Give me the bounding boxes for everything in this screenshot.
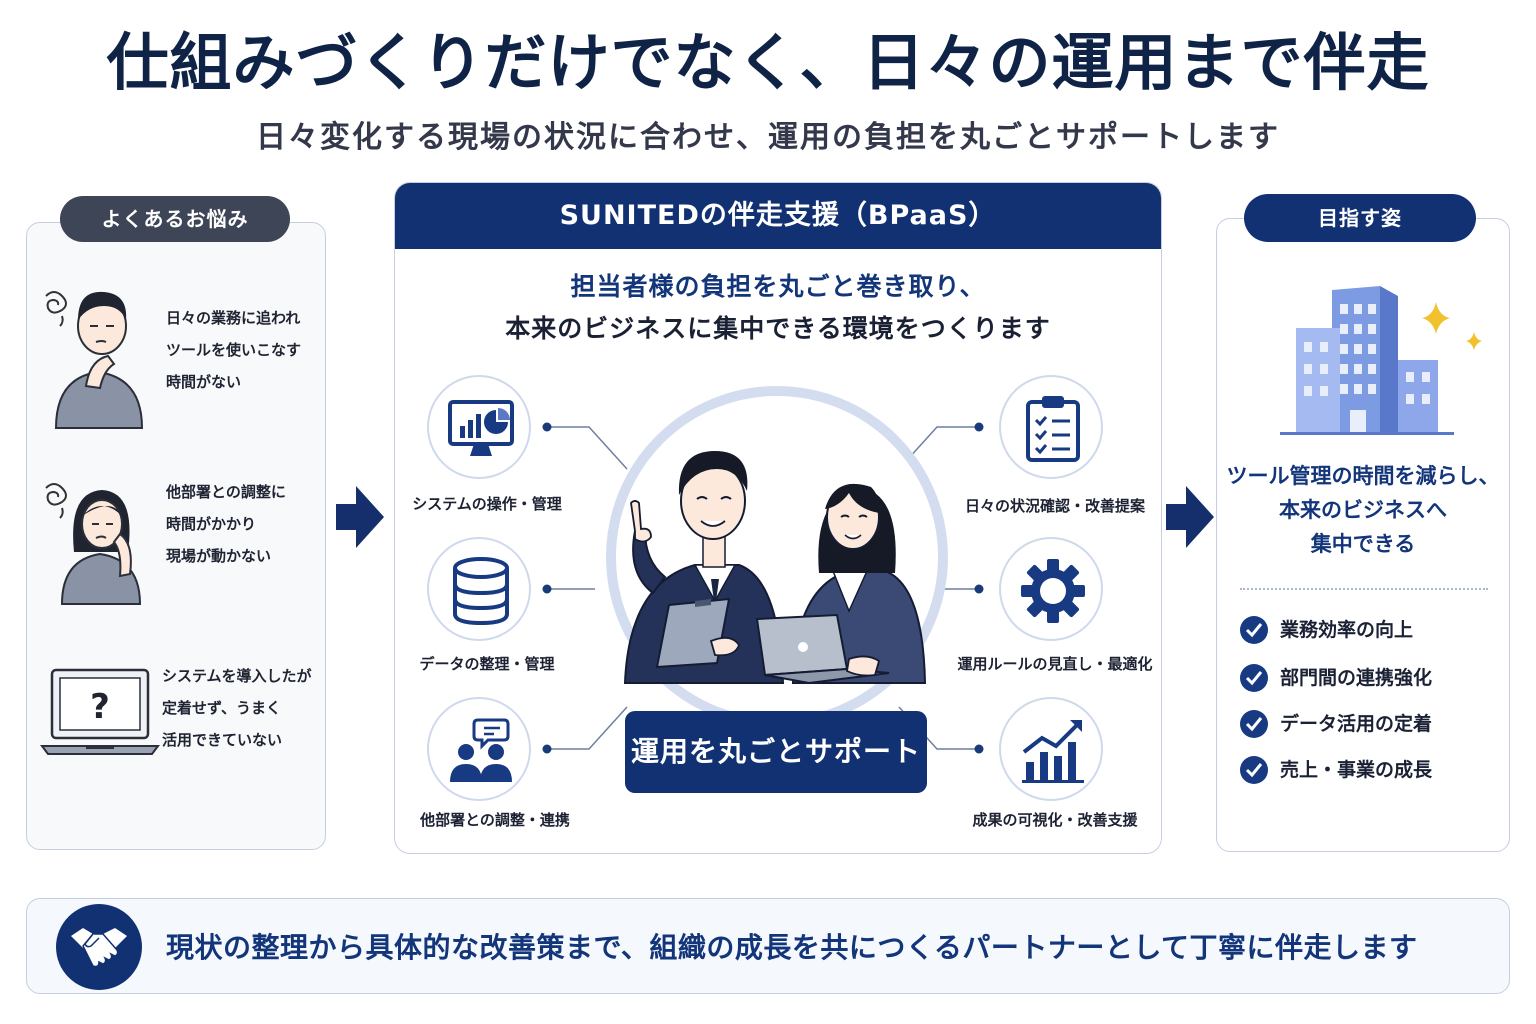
support-lead-line1: 担当者様の負担を丸ごと巻き取り、	[570, 272, 986, 301]
flow-arrow-icon	[1166, 486, 1214, 548]
goal-text-line: 本来のビジネスへ	[1279, 498, 1447, 522]
page-title: 仕組みづくりだけでなく、日々の運用まで伴走	[106, 26, 1430, 99]
goal-divider	[1240, 588, 1488, 590]
worry-text-line: 活用できていない	[162, 731, 283, 749]
worry-text-line: ツールを使いこなす	[166, 341, 302, 359]
check-circle-icon	[1240, 664, 1268, 692]
support-badge: 運用を丸ごとサポート	[625, 711, 927, 793]
service-label: 他部署との調整・連携	[420, 811, 570, 829]
gear-icon	[1021, 559, 1085, 623]
consultant-woman-icon	[755, 483, 927, 685]
support-panel: SUNITEDの伴走支援（BPaaS） 担当者様の負担を丸ごと巻き取り、 本来の…	[394, 182, 1162, 854]
check-circle-icon	[1240, 616, 1268, 644]
worry-text-line: 時間がない	[166, 373, 242, 391]
service-status-check-icon-circle	[999, 375, 1103, 479]
service-data-icon-circle	[427, 537, 531, 641]
service-label: データの整理・管理	[419, 655, 555, 673]
service-coordination-icon-circle	[427, 697, 531, 801]
worry-text-line: 他部署との調整に	[166, 483, 286, 501]
bottom-banner	[26, 898, 1510, 994]
worries-heading: よくあるお悩み	[60, 196, 290, 242]
growth-chart-icon	[1022, 720, 1084, 783]
worry-text-line: 日々の業務に追われ	[166, 309, 301, 327]
service-label: 日々の状況確認・改善提案	[964, 497, 1145, 515]
database-icon	[453, 557, 509, 626]
consultant-man-icon	[623, 451, 785, 684]
service-system-operation-icon-circle	[427, 375, 531, 479]
page-subtitle: 日々変化する現場の状況に合わせ、運用の負担を丸ごとサポートします	[256, 120, 1280, 155]
worried-man-icon	[45, 291, 144, 429]
office-building-icon	[1280, 286, 1482, 435]
laptop-question-icon: ?	[40, 668, 160, 755]
worry-text-line: システムを導入したが	[162, 667, 312, 685]
benefit-label: 売上・事業の成長	[1280, 759, 1433, 781]
benefit-label: 部門間の連携強化	[1280, 667, 1433, 689]
check-circle-icon	[1240, 710, 1268, 738]
benefit-label: データ活用の定着	[1280, 713, 1433, 735]
worry-text-line: 定着せず、うまく	[162, 699, 281, 717]
goal-text-line: ツール管理の時間を減らし、	[1226, 464, 1500, 488]
worry-text-line: 時間がかかり	[166, 515, 257, 533]
handshake-icon	[56, 904, 142, 990]
benefit-label: 業務効率の向上	[1280, 619, 1414, 641]
support-lead-line2: 本来のビジネスに集中できる環境をつくります	[505, 314, 1051, 343]
support-panel-heading: SUNITEDの伴走支援（BPaaS）	[395, 183, 1161, 249]
goal-text-line: 集中できる	[1310, 532, 1416, 556]
worry-text-line: 現場が動かない	[166, 547, 272, 565]
svg-text:?: ?	[90, 687, 110, 727]
service-results-icon-circle	[999, 697, 1103, 801]
worried-woman-icon	[45, 483, 142, 605]
support-illustration	[542, 386, 984, 754]
clipboard-checklist-icon	[1026, 396, 1080, 462]
service-label: 運用ルールの見直し・最適化	[957, 655, 1153, 673]
check-circle-icon	[1240, 756, 1268, 784]
goal-heading: 目指す姿	[1244, 194, 1476, 242]
service-rules-icon-circle	[999, 537, 1103, 641]
monitor-chart-icon	[448, 400, 514, 456]
people-chat-icon	[450, 718, 512, 782]
bottom-message: 現状の整理から具体的な改善策まで、組織の成長を共につくるパートナーとして丁寧に伴…	[166, 931, 1418, 964]
flow-arrow-icon	[336, 486, 384, 548]
service-label: 成果の可視化・改善支援	[972, 811, 1138, 829]
service-label: システムの操作・管理	[412, 495, 562, 513]
